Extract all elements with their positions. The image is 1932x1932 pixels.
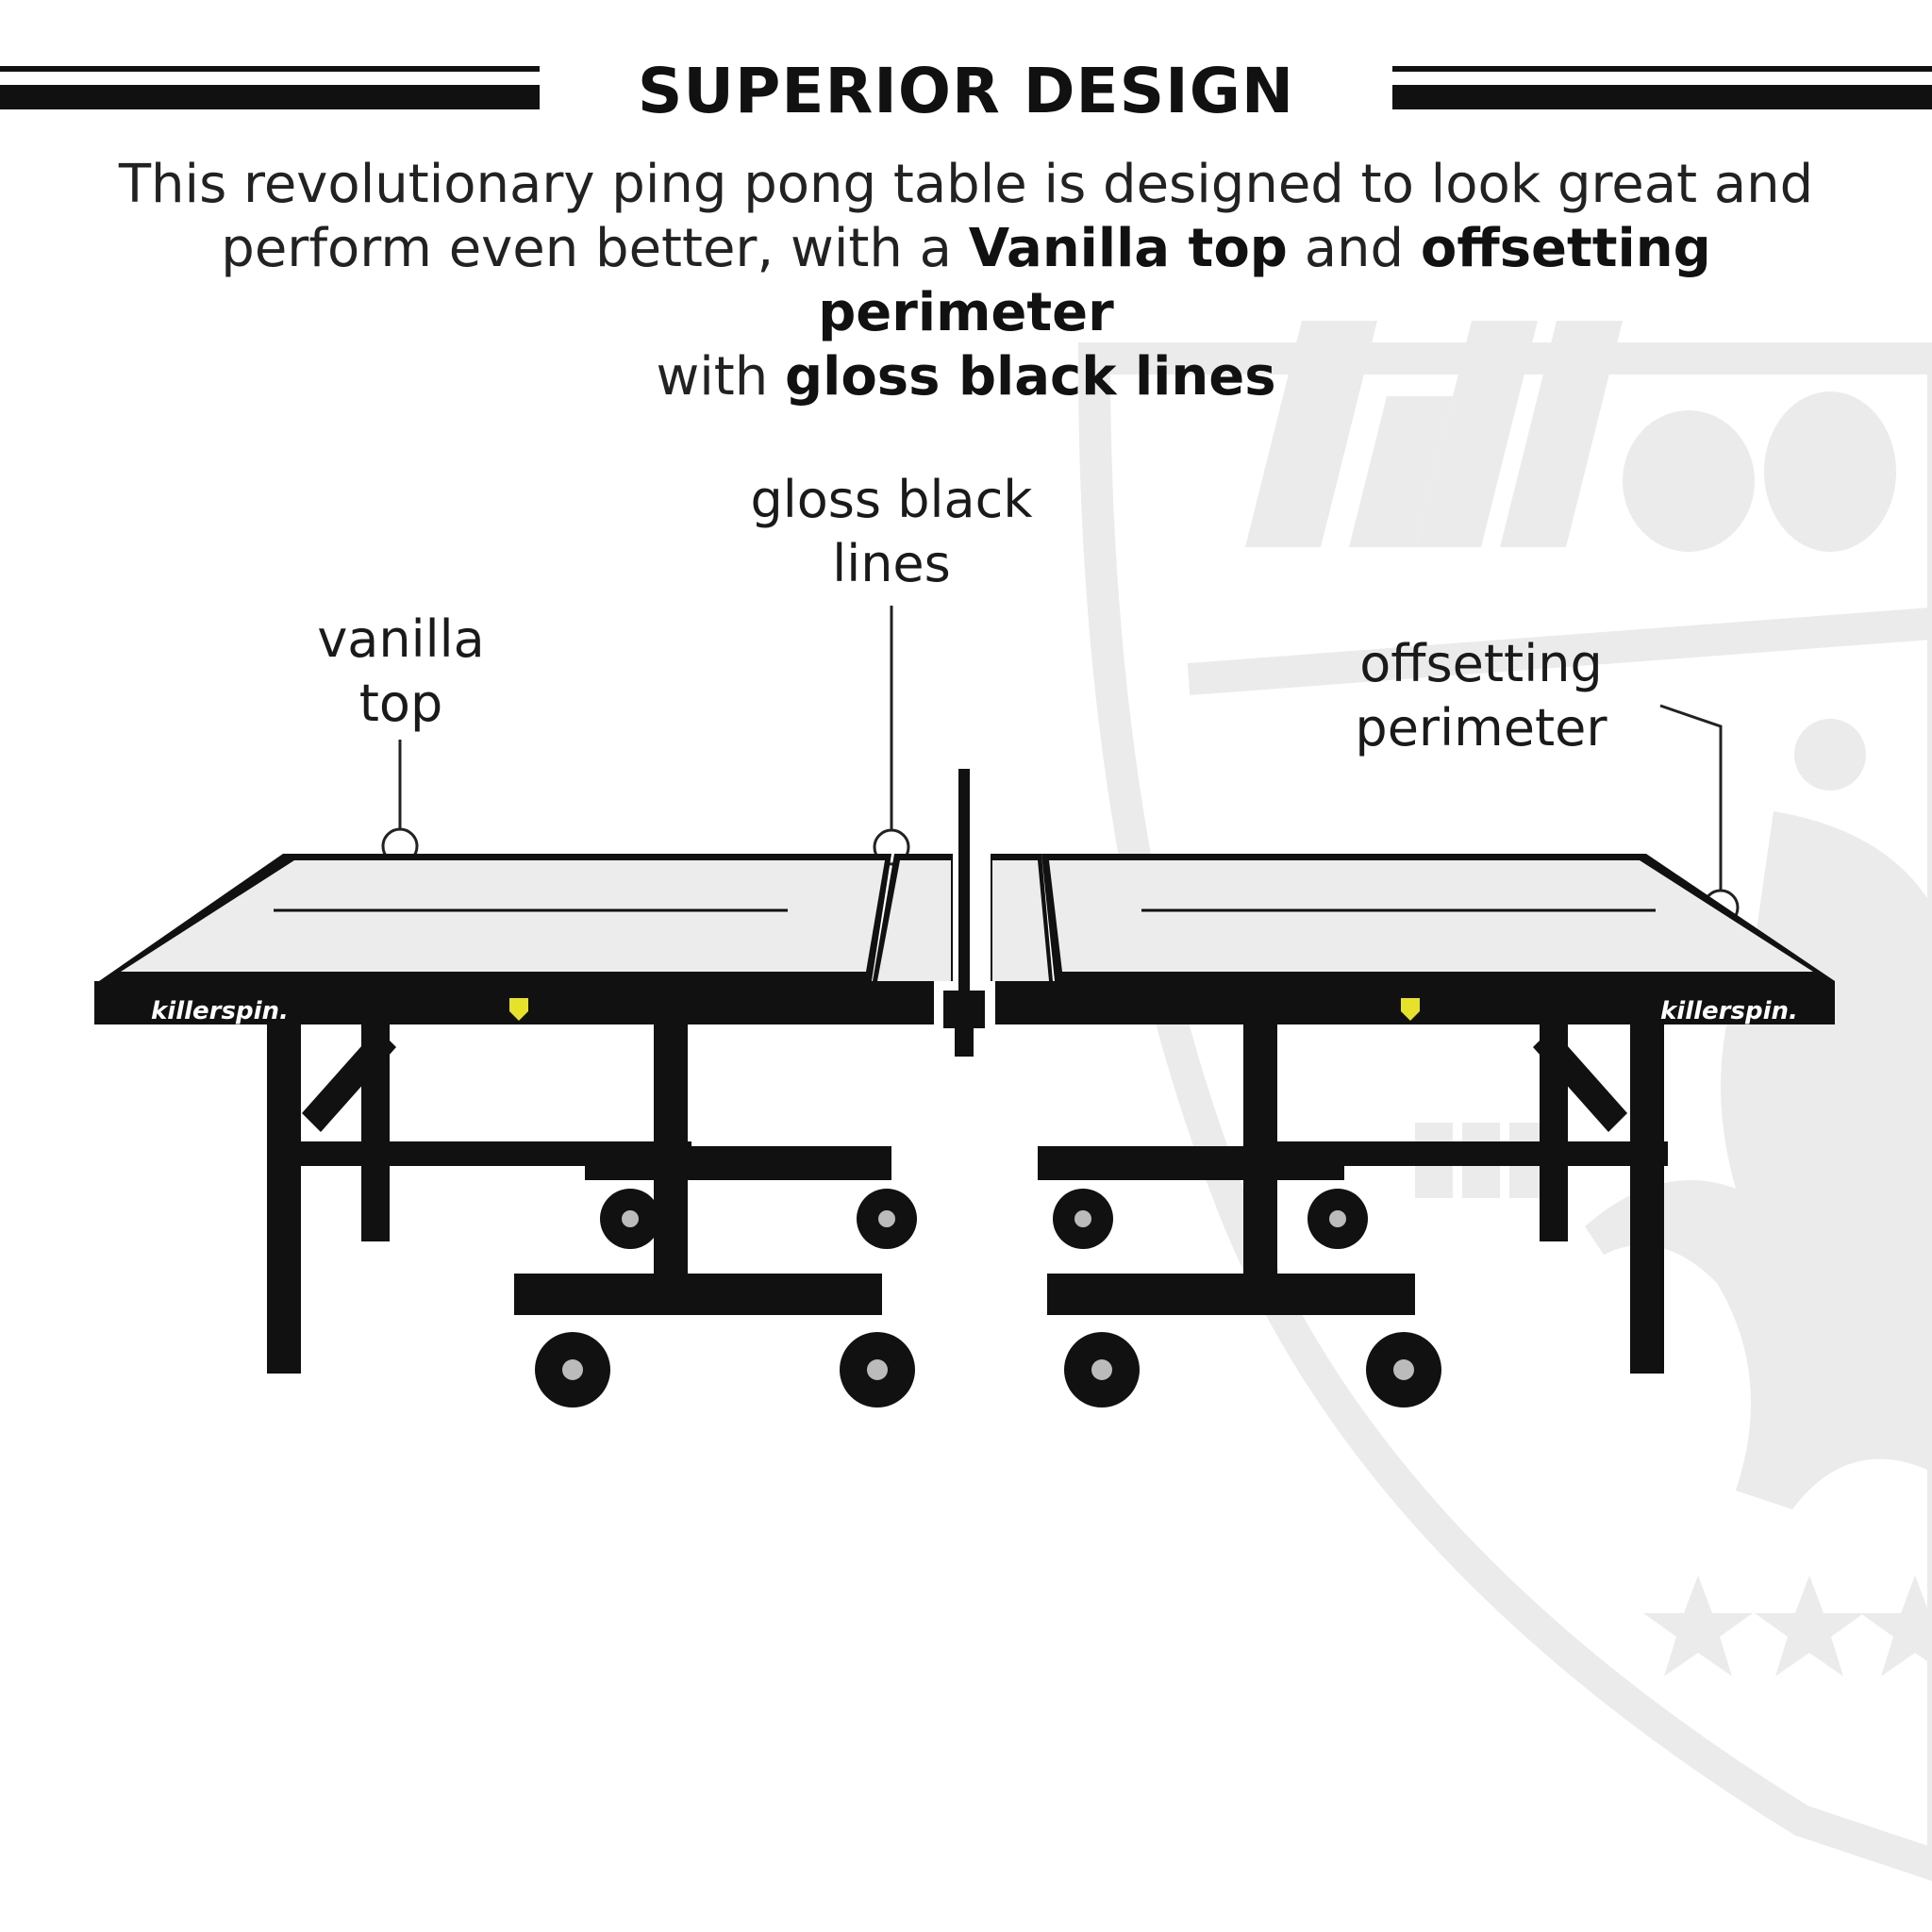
header-stripe-left-thin [0,66,540,72]
shield-badge-icon-left [509,998,528,1021]
header-stripe-right-thin [1392,66,1932,72]
callout-vanilla-line1: vanilla [317,609,485,669]
page-title: SUPERIOR DESIGN [637,55,1295,127]
header-stripe-left-thick [0,85,540,109]
leader-line-offset [1659,704,1723,891]
intro-text-2: and [1287,218,1421,279]
table-apron: killerspin. killerspin. [94,981,1835,1025]
table-top [99,854,1835,981]
intro-bold-offsetting-perimeter: offsetting perimeter [818,218,1711,343]
callout-offsetting-perimeter: offsetting perimeter [1321,632,1641,760]
table-legs [267,1024,1668,1374]
net-post [943,769,985,1057]
callout-gloss-line1: gloss black [750,470,1033,529]
intro-bold-gloss-black-lines: gloss black lines [785,346,1276,408]
header-stripe-right-thick [1392,85,1932,109]
leader-circle-gloss [873,828,910,866]
callout-vanilla-line2: top [358,674,443,733]
callout-offset-line2: perimeter [1355,698,1607,758]
intro-bold-vanilla-top: Vanilla top [968,218,1288,279]
callout-gloss-black-lines: gloss black lines [726,468,1057,596]
intro-text-1: This revolutionary ping pong table is de… [118,154,1814,279]
callout-gloss-line2: lines [832,534,951,593]
table-casters [535,1189,1441,1407]
brand-logo-left: killerspin. [151,997,289,1025]
callout-offset-line1: offsetting [1359,634,1603,693]
shield-badge-icon-right [1401,998,1420,1021]
callout-vanilla-top: vanilla top [264,608,538,736]
intro-text-3: with [656,346,786,408]
intro-paragraph: This revolutionary ping pong table is de… [85,153,1847,409]
brand-logo-right: killerspin. [1660,997,1798,1025]
